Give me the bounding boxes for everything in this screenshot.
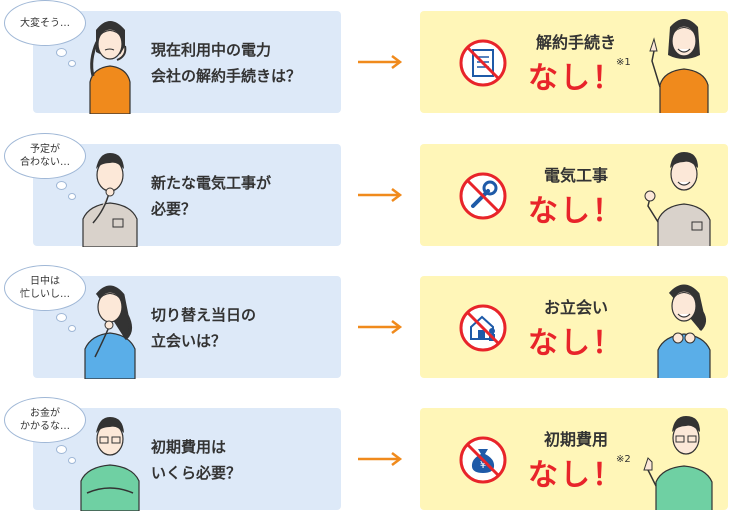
- bubble-dot: [56, 48, 67, 57]
- bubble-dot: [68, 457, 76, 464]
- cheering-man-illustration: [644, 152, 711, 246]
- no-wrench-icon: [459, 172, 507, 220]
- question-card: 現在利用中の電力 会社の解約手続きは？: [33, 11, 341, 113]
- bubble-dot: [56, 313, 67, 322]
- arms-crossed-man-illustration: [80, 417, 140, 511]
- thumbs-up-man-illustration: [643, 416, 713, 510]
- question-text: 現在利用中の電力 会社の解約手続きは？: [151, 37, 336, 89]
- question-line: いくら必要？: [151, 464, 242, 482]
- answer-card: ¥ 初期費用 なし！ ※2: [420, 408, 728, 510]
- bubble-dot: [68, 193, 76, 200]
- arrow-right-icon: [358, 55, 403, 69]
- no-document-icon: [459, 39, 507, 87]
- answer-title: 解約手続き: [535, 33, 616, 52]
- answer-card: お立会い なし！: [420, 276, 728, 378]
- answer-main: なし！: [528, 326, 624, 361]
- question-line: 必要？: [151, 200, 197, 218]
- arrow-right-icon: [358, 188, 403, 202]
- bubble-dot: [56, 445, 67, 454]
- row-initial-cost: 初期費用は いくら必要？ お金が かかるな… ¥ 初期費用 なし！ ※2: [0, 397, 733, 513]
- happy-woman-illustration: [657, 284, 711, 378]
- row-attendance: 切り替え当日の 立会いは？ 日中は 忙しいし… お立会い なし！: [0, 265, 733, 381]
- answer-title: 電気工事: [543, 166, 608, 185]
- worried-woman-illustration: [89, 21, 131, 114]
- footnote-mark: ※1: [616, 57, 631, 68]
- row-electrical-work: 新たな電気工事が 必要？ 予定が 合わない… 電気工事 なし！: [0, 133, 733, 249]
- answer-card: 解約手続き なし！ ※1: [420, 11, 728, 113]
- thought-text: 大変そう…: [20, 17, 70, 29]
- no-money-bag-icon: ¥: [459, 436, 507, 484]
- arrow-right-icon: [358, 320, 403, 334]
- question-line: 立会いは？: [151, 332, 227, 350]
- no-house-visit-icon: [459, 304, 507, 352]
- answer-title: 初期費用: [543, 430, 608, 449]
- thought-bubble: 日中は 忙しいし…: [4, 265, 86, 311]
- pondering-woman-illustration: [84, 285, 136, 379]
- question-text: 切り替え当日の 立会いは？: [151, 302, 336, 354]
- pointing-woman-illustration: [649, 19, 709, 113]
- question-line: 切り替え当日の: [151, 306, 257, 324]
- bubble-dot: [68, 60, 76, 67]
- footnote-mark: ※2: [616, 454, 631, 465]
- question-line: 初期費用は: [151, 438, 227, 456]
- arrow-right-icon: [358, 452, 403, 466]
- thought-text: 日中は 忙しいし…: [20, 276, 70, 300]
- question-line: 会社の解約手続きは？: [151, 67, 302, 85]
- svg-text:¥: ¥: [480, 460, 486, 471]
- answer-card: 電気工事 なし！: [420, 144, 728, 246]
- thought-bubble: 大変そう…: [4, 0, 86, 46]
- thinking-man-illustration: [82, 153, 138, 247]
- bubble-dot: [56, 181, 67, 190]
- question-text: 初期費用は いくら必要？: [151, 434, 336, 486]
- answer-title: お立会い: [543, 298, 608, 317]
- answer-main: なし！: [528, 458, 624, 493]
- bubble-dot: [68, 325, 76, 332]
- thought-text: 予定が 合わない…: [20, 144, 70, 168]
- question-line: 現在利用中の電力: [151, 41, 272, 59]
- thought-text: お金が かかるな…: [20, 408, 70, 432]
- row-cancellation: 現在利用中の電力 会社の解約手続きは？ 大変そう… 解約手続き なし！ ※1: [0, 0, 733, 116]
- answer-main: なし！: [528, 194, 624, 229]
- thought-bubble: 予定が 合わない…: [4, 133, 86, 179]
- thought-bubble: お金が かかるな…: [4, 397, 86, 443]
- answer-main: なし！: [528, 61, 624, 96]
- question-line: 新たな電気工事が: [151, 174, 272, 192]
- question-text: 新たな電気工事が 必要？: [151, 170, 336, 222]
